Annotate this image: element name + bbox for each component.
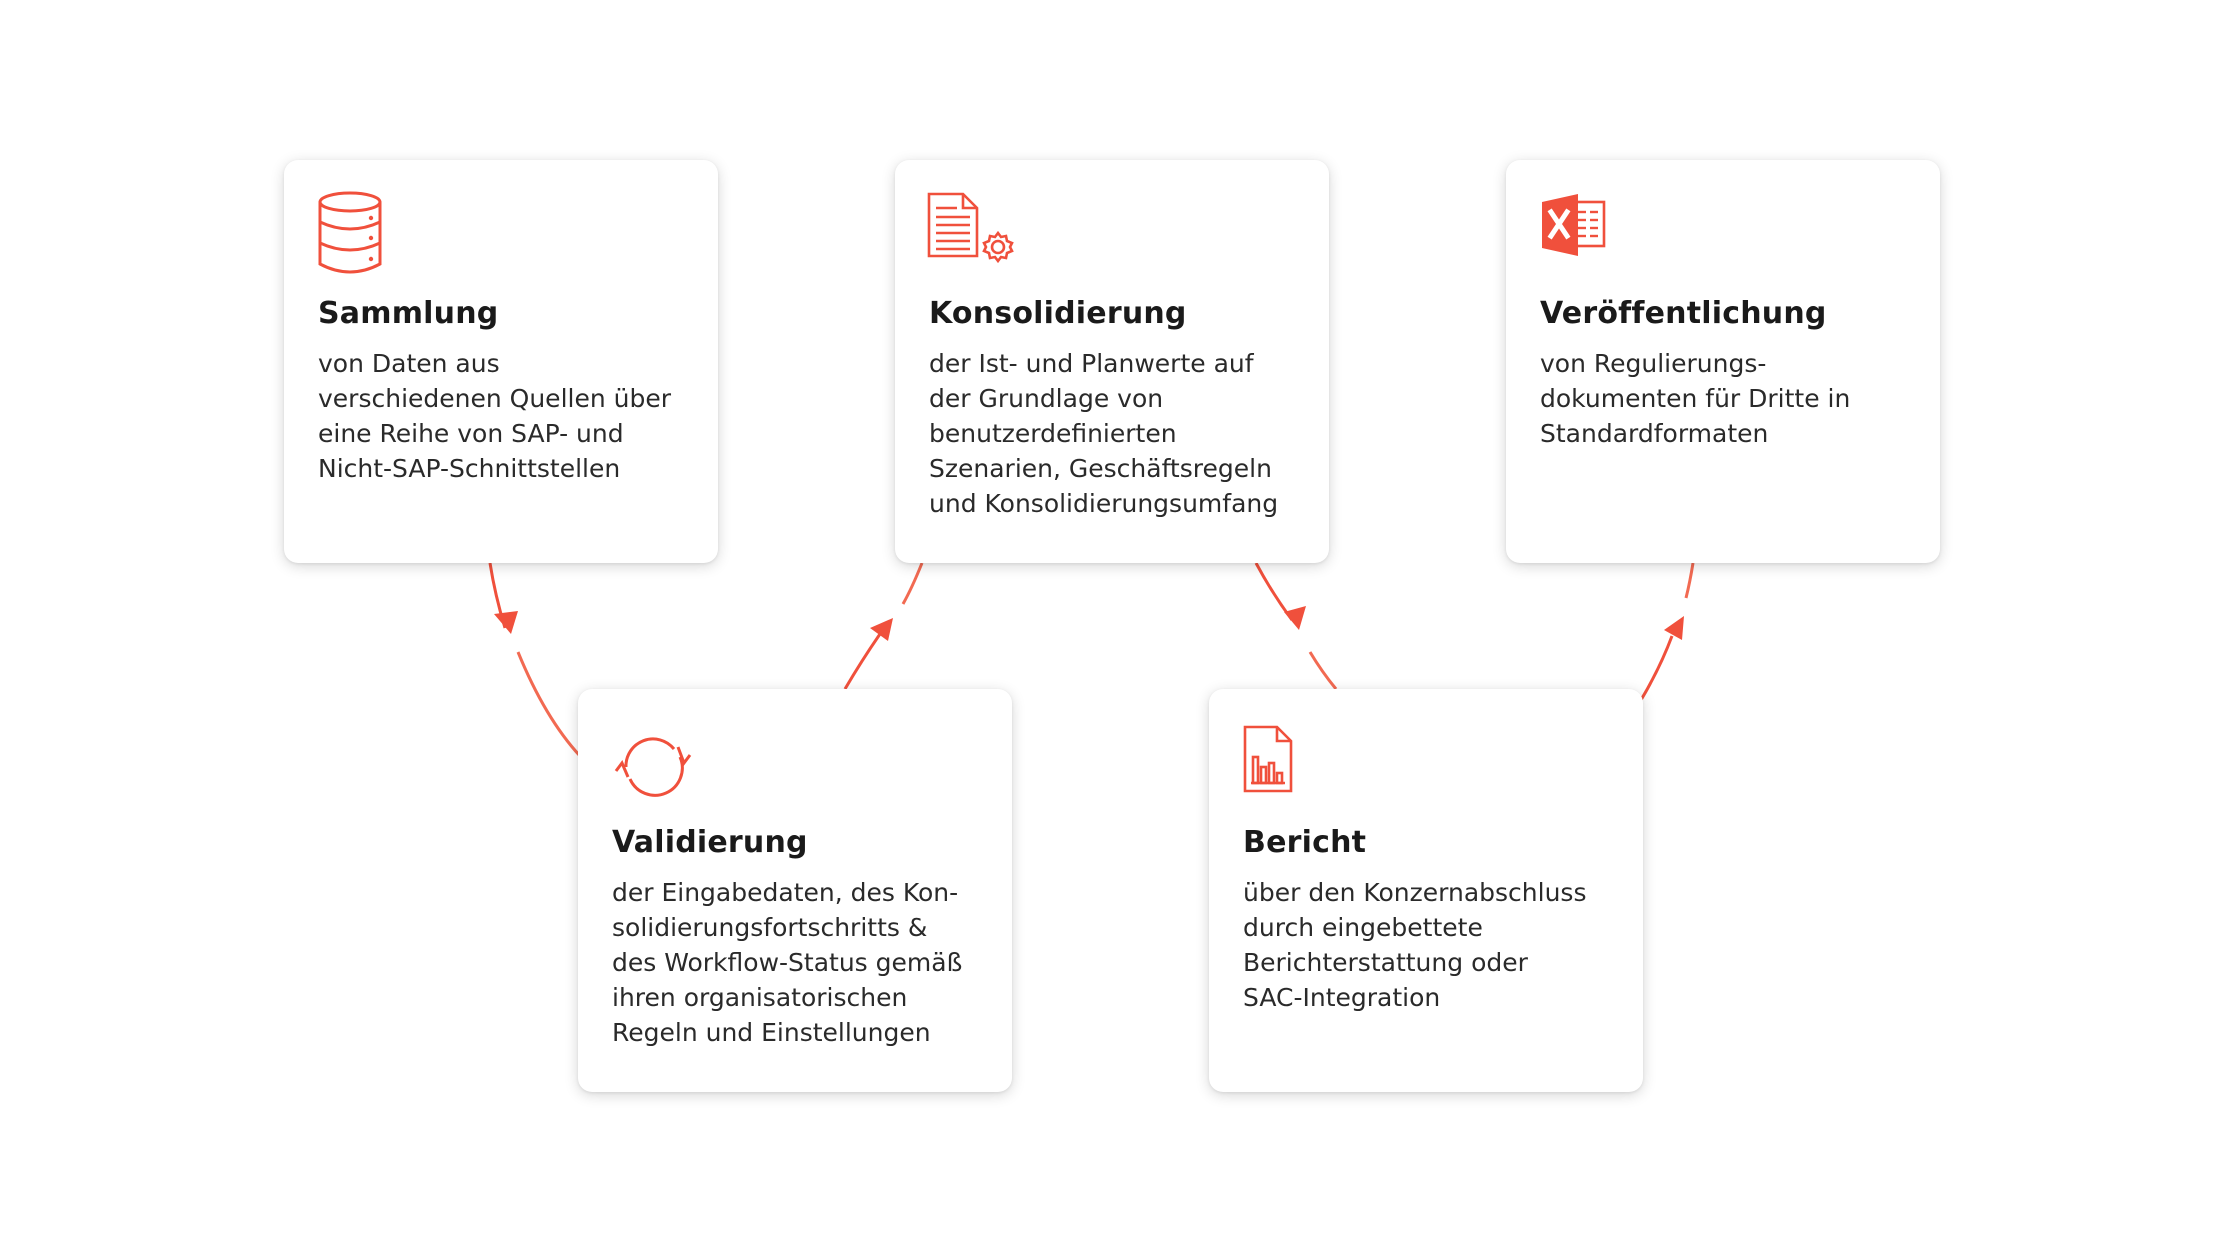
validation-refresh-icon	[614, 737, 692, 797]
excel-icon	[1542, 194, 1606, 256]
step-card-validierung: Validierung der Eingabedaten, des Kon- s…	[578, 689, 1012, 1092]
step-description: der Eingabedaten, des Kon- solidierungsf…	[612, 878, 963, 1047]
step-description: der Ist- und Planwerte auf der Grundlage…	[929, 349, 1279, 518]
step-title: Veröffentlichung	[1540, 296, 1827, 331]
connector-validierung-konsolidierung-upper	[901, 562, 924, 605]
step-card-konsolidierung: Konsolidierung der Ist- und Planwerte au…	[895, 160, 1329, 563]
step-card-veroeffentlichung: Veröffentlichung von Regulierungs- dokum…	[1506, 160, 1940, 563]
step-description: von Daten aus verschiedenen Quellen über…	[318, 349, 672, 483]
connector-bericht-veroeffentlichung	[1639, 635, 1674, 701]
step-title: Sammlung	[318, 296, 499, 331]
arrow-bericht-veroeffentlichung	[1664, 616, 1684, 640]
database-icon	[318, 191, 382, 274]
report-chart-icon	[1243, 725, 1293, 793]
step-card-sammlung: Sammlung von Daten aus verschiedenen Que…	[284, 160, 718, 563]
step-description: von Regulierungs- dokumenten für Dritte …	[1540, 349, 1851, 448]
step-description: über den Konzernabschluss durch eingebet…	[1243, 878, 1587, 1012]
step-title: Bericht	[1243, 825, 1367, 860]
step-card-bericht: Bericht über den Konzernabschluss durch …	[1209, 689, 1643, 1092]
connector-konsolidierung-bericht-lower	[1308, 651, 1338, 690]
arrow-konsolidierung-bericht	[1284, 606, 1306, 630]
connector-validierung-konsolidierung	[843, 633, 882, 690]
connector-sammlung-validierung-lower	[516, 651, 582, 758]
step-title: Validierung	[612, 825, 808, 860]
step-title: Konsolidierung	[929, 296, 1187, 331]
document-settings-icon	[927, 192, 1014, 264]
connector-bericht-veroeffentlichung-upper	[1684, 562, 1695, 599]
arrow-sammlung-validierung	[494, 611, 518, 634]
arrow-validierung-konsolidierung	[870, 618, 893, 641]
